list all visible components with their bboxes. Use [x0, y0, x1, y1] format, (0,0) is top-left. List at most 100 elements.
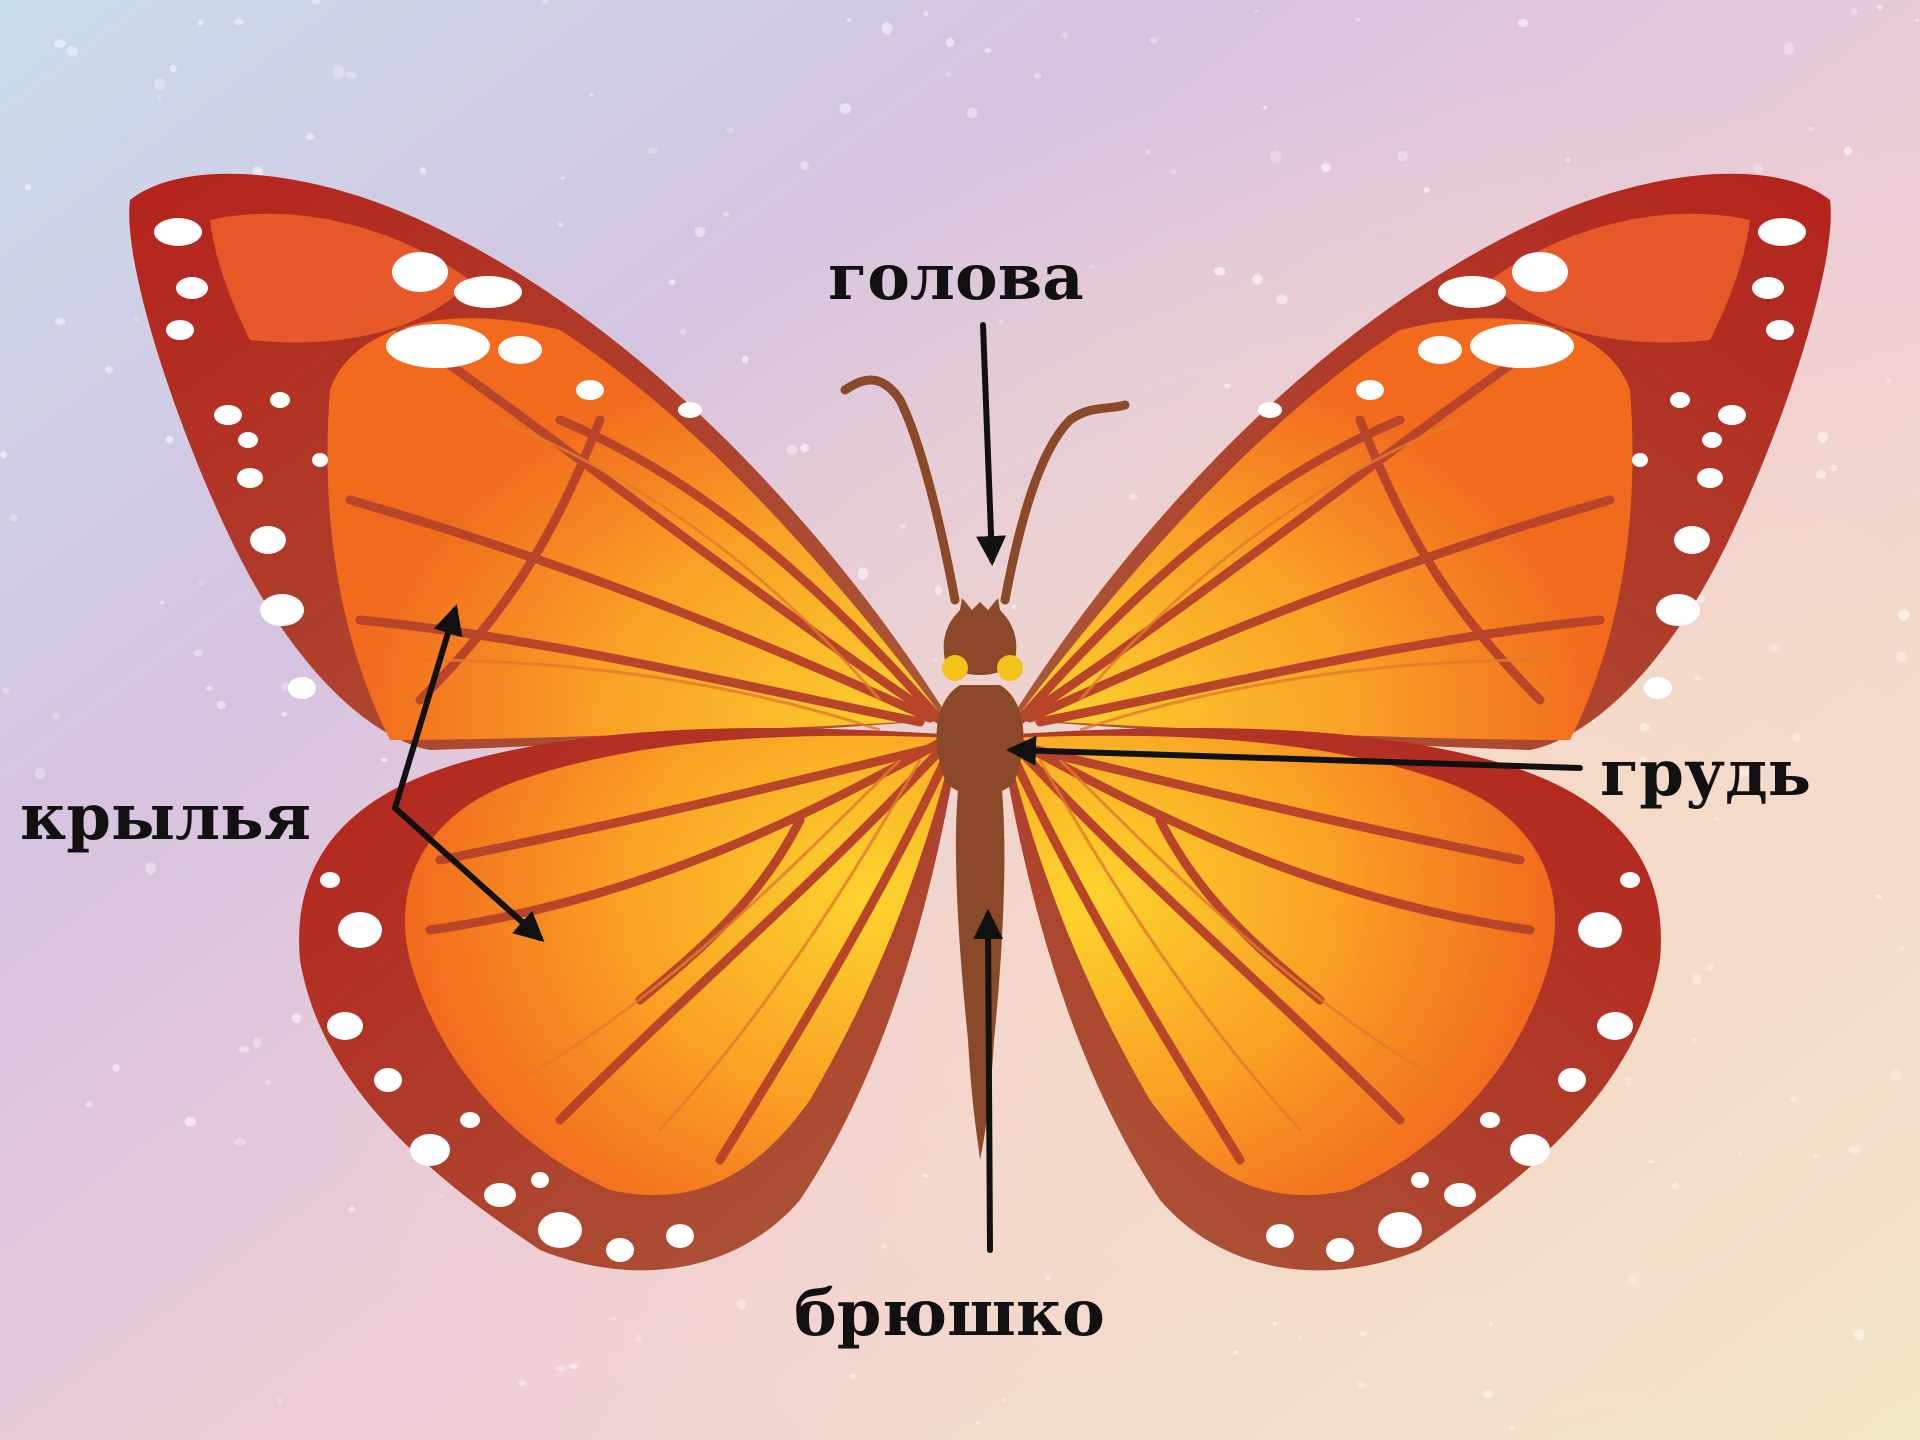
- wing-spot: [460, 1112, 480, 1128]
- water-drop: [839, 103, 851, 114]
- wing-spot: [1558, 1068, 1586, 1092]
- water-drop: [976, 1421, 980, 1425]
- wing-spot: [1326, 1238, 1354, 1262]
- water-drop: [1224, 384, 1231, 388]
- water-drop: [1355, 17, 1361, 21]
- water-drop: [1784, 42, 1795, 55]
- water-drop: [882, 22, 893, 34]
- wing-spot: [1266, 1224, 1294, 1248]
- wing-spot: [538, 1212, 582, 1248]
- water-drop: [847, 18, 851, 22]
- water-drop: [1714, 817, 1719, 820]
- water-drop: [933, 658, 937, 662]
- water-drop: [1489, 1322, 1494, 1327]
- water-drop: [349, 1206, 355, 1212]
- water-drop: [858, 567, 869, 580]
- water-drop: [882, 1244, 887, 1248]
- water-drop: [1899, 946, 1904, 951]
- water-drop: [1672, 1182, 1679, 1190]
- water-drop: [967, 108, 978, 119]
- water-drop: [235, 1138, 246, 1146]
- water-drop: [1877, 5, 1882, 10]
- water-drop: [787, 445, 798, 454]
- water-drop: [737, 1299, 747, 1310]
- water-drop: [1518, 19, 1528, 28]
- wing-spot: [1378, 1212, 1422, 1248]
- water-drop: [1321, 163, 1331, 172]
- water-drop: [742, 356, 748, 363]
- wing-spot: [214, 405, 242, 425]
- wing-spot: [1766, 320, 1794, 340]
- water-drop: [723, 212, 730, 217]
- water-drop: [1149, 37, 1158, 43]
- water-drop: [1850, 8, 1857, 15]
- water-drop: [1695, 675, 1701, 681]
- water-drop: [1648, 1160, 1653, 1163]
- water-drop: [1012, 604, 1017, 610]
- water-drop: [1807, 127, 1814, 131]
- water-drop: [694, 227, 706, 238]
- wing-spot: [1670, 392, 1690, 408]
- water-drop: [1830, 465, 1838, 472]
- water-drop: [1263, 105, 1267, 109]
- water-drop: [1297, 1335, 1302, 1341]
- water-drop: [1813, 1153, 1820, 1158]
- wing-spot: [1438, 276, 1506, 308]
- water-drop: [984, 48, 991, 53]
- water-drop: [1270, 150, 1282, 163]
- water-drop: [277, 1398, 282, 1403]
- water-drop: [234, 19, 244, 25]
- water-drop: [1360, 1331, 1368, 1336]
- wing-spot: [270, 392, 290, 408]
- water-drop: [1816, 470, 1826, 479]
- wing-spot: [154, 218, 202, 246]
- wing-spot: [1480, 1112, 1500, 1128]
- water-drop: [1770, 643, 1781, 652]
- wing-spot: [1644, 677, 1672, 699]
- water-drop: [999, 319, 1004, 324]
- water-drop: [946, 38, 955, 47]
- water-drop: [1276, 294, 1288, 304]
- water-drop: [1876, 894, 1882, 898]
- water-drop: [1357, 1381, 1366, 1388]
- water-drop: [145, 862, 156, 875]
- wing-spot: [1632, 453, 1648, 467]
- wing-spot: [1510, 1134, 1550, 1166]
- wing-spot: [666, 1224, 694, 1248]
- water-drop: [134, 317, 139, 322]
- water-drop: [1886, 379, 1890, 384]
- wing-spot: [1578, 912, 1622, 948]
- water-drop: [345, 71, 356, 78]
- water-drop: [1254, 10, 1258, 13]
- wing-spot: [678, 402, 702, 418]
- water-drop: [9, 514, 18, 522]
- water-drop: [66, 46, 78, 57]
- water-drop: [1625, 1077, 1634, 1087]
- water-drop: [1509, 1425, 1514, 1429]
- wing-spot: [338, 912, 382, 948]
- water-drop: [560, 176, 565, 179]
- water-drop: [420, 167, 426, 174]
- label-abdomen: брюшко: [794, 1282, 1105, 1346]
- left-eye: [942, 655, 968, 681]
- water-drop: [160, 601, 164, 605]
- water-drop: [265, 1080, 272, 1084]
- wing-spot: [176, 277, 208, 299]
- water-drop: [198, 20, 203, 26]
- water-drop: [1398, 151, 1408, 162]
- water-drop: [589, 93, 593, 97]
- water-drop: [2, 687, 9, 694]
- water-drop: [923, 1174, 929, 1178]
- water-drop: [611, 1317, 617, 1321]
- wing-spot: [454, 276, 522, 308]
- water-drop: [306, 133, 315, 140]
- water-drop: [1854, 1329, 1865, 1340]
- wing-spot: [392, 252, 448, 292]
- water-drop: [800, 161, 809, 170]
- water-drop: [900, 524, 907, 529]
- wing-spot: [606, 1238, 634, 1262]
- water-drop: [1738, 1151, 1743, 1155]
- water-drop: [85, 1101, 93, 1107]
- wing-spot: [250, 526, 286, 554]
- water-drop: [292, 1013, 302, 1023]
